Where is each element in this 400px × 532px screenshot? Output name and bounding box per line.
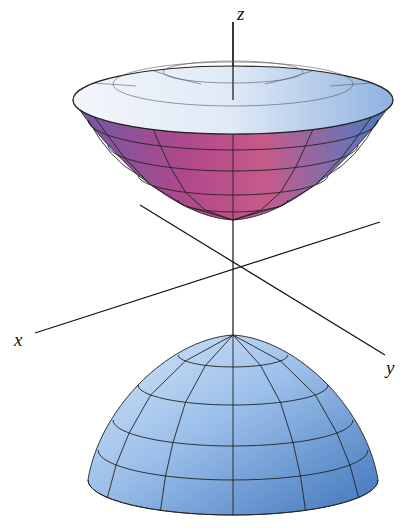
axis-label: x [14, 330, 22, 349]
lower-sheet [88, 335, 378, 515]
axis-label: y [386, 358, 394, 377]
axis-label: z [237, 4, 244, 23]
upper-sheet [73, 22, 393, 220]
